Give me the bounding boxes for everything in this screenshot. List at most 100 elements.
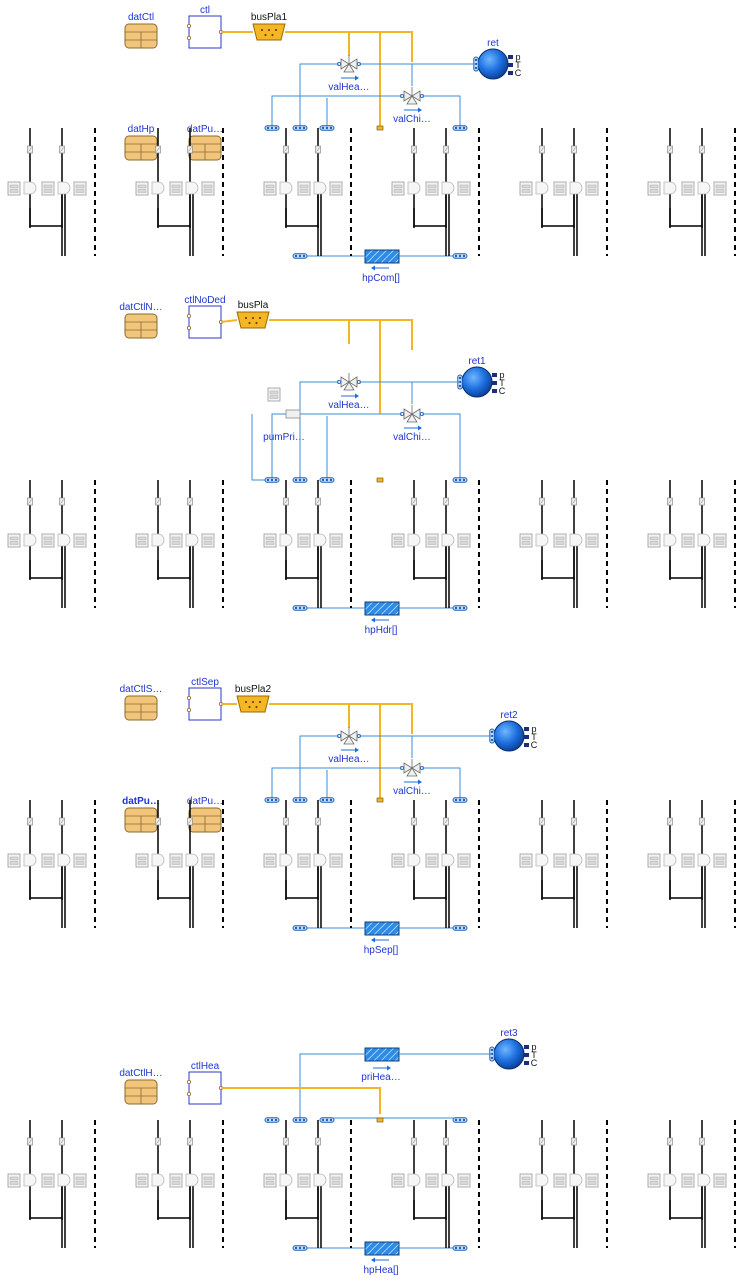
sensor-box-icon (169, 533, 183, 548)
sensor-box-icon (169, 1173, 183, 1188)
sensor-icon (667, 1137, 673, 1146)
fluid-port-icon (452, 1117, 468, 1123)
pump-icon (535, 533, 549, 547)
bus-port-icon (376, 797, 384, 803)
sensor-box-icon (425, 533, 439, 548)
dat-ctl-label: datCtlS… (120, 684, 163, 695)
sensor-box-icon (457, 181, 471, 196)
control-bus-wire (220, 319, 238, 323)
boundary-port-letter: p (499, 370, 504, 380)
sensor-box-icon (73, 533, 87, 548)
pump-icon (663, 181, 677, 195)
pump-body (535, 181, 549, 195)
record-icon (124, 695, 158, 721)
sensor-box-icon (519, 1173, 533, 1188)
pump-icon (407, 1173, 421, 1187)
pump-body (185, 533, 199, 547)
heat-pump-unit (647, 480, 736, 608)
fluid-line (326, 1117, 461, 1120)
fluid-port-icon (292, 477, 308, 483)
sensor-box-icon (681, 1173, 695, 1188)
sensor-box-icon (135, 181, 149, 196)
fluid-port-icon (292, 253, 308, 259)
sensor-icon (59, 1137, 65, 1146)
flow-arrow-icon (370, 937, 390, 943)
sensor-icon (155, 1137, 161, 1146)
record-icon (124, 23, 158, 49)
heat-pump-unit (519, 1120, 608, 1248)
fluid-port-icon (292, 1117, 308, 1123)
sensor-box-icon (73, 853, 87, 868)
sensor-box-icon (519, 533, 533, 548)
sensor-icon (411, 817, 417, 826)
hp-label: hpSep[] (364, 945, 399, 956)
pump-body (697, 533, 711, 547)
hatch-box-icon (364, 249, 400, 264)
heat-pump-unit (135, 480, 224, 608)
dat-ctl-label: datCtl (128, 12, 154, 23)
val-chi-label: valChi… (393, 432, 431, 443)
controller-block (186, 305, 224, 339)
sensor-box-icon (201, 853, 215, 868)
sensor-icon (699, 145, 705, 154)
sensor-box-icon (713, 1173, 727, 1188)
hp-label: hpHdr[] (365, 625, 398, 636)
heat-pump-unit (263, 480, 352, 608)
sensor-box-icon (585, 533, 599, 548)
pump-icon (285, 409, 301, 419)
sensor-box-icon (391, 533, 405, 548)
pump-body (279, 853, 293, 867)
sensor-box-icon (41, 181, 55, 196)
boundary-icon (458, 367, 497, 397)
fluid-line (422, 95, 461, 128)
val-chi-label: valChi… (393, 114, 431, 125)
sensor-box-icon (297, 1173, 311, 1188)
pump-icon (441, 181, 455, 195)
sensor-icon (667, 145, 673, 154)
sensor-box-icon (647, 853, 661, 868)
sensor-icon (315, 1137, 321, 1146)
flow-arrow-icon (370, 617, 390, 623)
branch (29, 208, 62, 227)
fluid-line (271, 95, 402, 128)
flow-arrow-icon (370, 1257, 390, 1263)
sensor-box-icon (7, 181, 21, 196)
pump-body (407, 853, 421, 867)
heat-pump-unit (519, 128, 608, 256)
valve-icon (336, 54, 362, 73)
fluid-port-icon (264, 477, 280, 483)
fluid-line (299, 63, 339, 128)
branch (29, 1200, 62, 1219)
sensor-icon (59, 497, 65, 506)
fluid-port-icon (452, 925, 468, 931)
pump-body (57, 533, 71, 547)
sensor-icon (571, 1137, 577, 1146)
sensor-box-icon (135, 853, 149, 868)
pump-body (279, 533, 293, 547)
fluid-port-icon (452, 1245, 468, 1251)
pump-icon (151, 533, 165, 547)
flow-arrow-icon (340, 393, 360, 399)
sensor-box-icon (263, 853, 277, 868)
sensor-box-icon (201, 181, 215, 196)
sensor-icon (283, 817, 289, 826)
val-hea-label: valHea… (328, 754, 369, 765)
sensor-icon (27, 1137, 33, 1146)
sensor-box-icon (329, 1173, 343, 1188)
sensor-box-icon (201, 1173, 215, 1188)
sensor-icon (699, 497, 705, 506)
sensor-icon (155, 817, 161, 826)
control-bus-wire (221, 1087, 381, 1114)
sensor-box-icon (457, 1173, 471, 1188)
heat-pump-unit (7, 128, 96, 256)
sensor-box-icon (263, 181, 277, 196)
bus-icon (252, 23, 286, 41)
pump-icon (151, 1173, 165, 1187)
sensor-icon (187, 1137, 193, 1146)
sensor-icon (667, 817, 673, 826)
pump-body (57, 181, 71, 195)
pump-body (441, 853, 455, 867)
valve-icon (336, 726, 362, 745)
